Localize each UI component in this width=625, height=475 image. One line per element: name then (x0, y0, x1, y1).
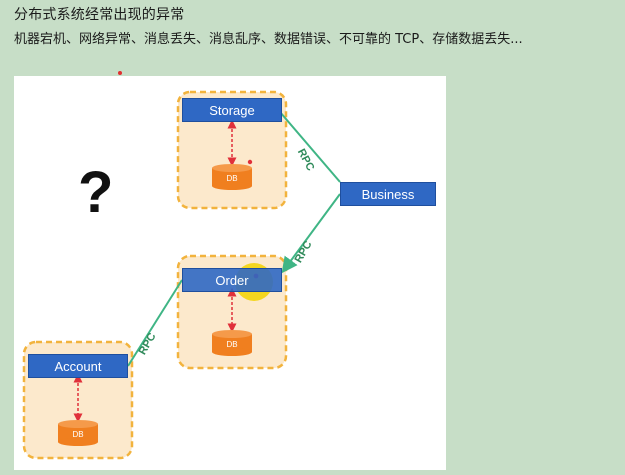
architecture-diagram: DB DB DB ? Storage Business Order Accoun… (14, 76, 446, 470)
rpc-line-order-account (127, 279, 183, 367)
order-db-cylinder (212, 330, 252, 356)
account-db-label: DB (72, 430, 83, 439)
business-node[interactable]: Business (340, 182, 436, 206)
account-node[interactable]: Account (28, 354, 128, 378)
storage-node[interactable]: Storage (182, 98, 282, 122)
rpc-line-storage-business (279, 111, 341, 183)
pointer-dot (118, 71, 122, 75)
page-subtitle: 机器宕机、网络异常、消息丢失、消息乱序、数据错误、不可靠的 TCP、存储数据丢失… (14, 32, 523, 47)
question-mark: ? (78, 160, 114, 225)
storage-db-label: DB (226, 174, 237, 183)
page-title: 分布式系统经常出现的异常 (14, 7, 185, 23)
account-db-cylinder (58, 420, 98, 446)
rpc-line-business-order (281, 193, 341, 274)
order-db-label: DB (226, 340, 237, 349)
storage-db-cylinder (212, 164, 252, 190)
order-node[interactable]: Order (182, 268, 282, 292)
storage-red-dot (247, 159, 253, 165)
